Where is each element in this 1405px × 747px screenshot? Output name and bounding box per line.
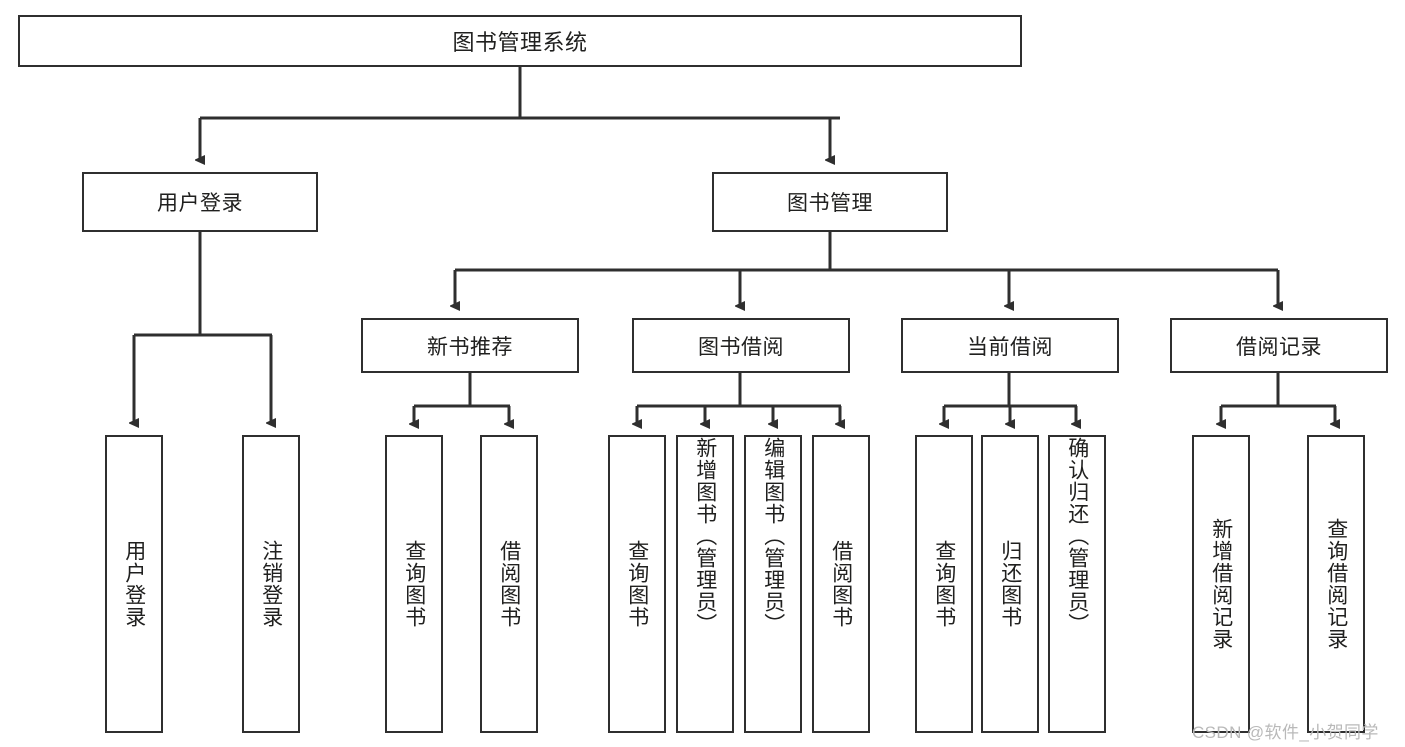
node-book-management-system[interactable]: 图书管理系统 — [18, 15, 1022, 67]
node-label: 新增图书（管理员） — [693, 437, 717, 635]
node-label: 图书管理 — [787, 192, 873, 215]
node-book-borrow[interactable]: 图书借阅 — [632, 318, 850, 373]
node-leaf-query-book-2[interactable]: 查询图书 — [608, 435, 666, 733]
node-label: 用户登录 — [122, 540, 146, 628]
node-leaf-borrow-book-2[interactable]: 借阅图书 — [812, 435, 870, 733]
node-label: 查询图书 — [932, 540, 956, 628]
node-book-management[interactable]: 图书管理 — [712, 172, 948, 232]
node-label: 图书管理系统 — [452, 30, 588, 55]
node-leaf-edit-book-admin[interactable]: 编辑图书（管理员） — [744, 435, 802, 733]
node-leaf-query-borrow-record[interactable]: 查询借阅记录 — [1307, 435, 1365, 733]
node-label: 归还图书 — [998, 540, 1022, 628]
node-leaf-add-borrow-record[interactable]: 新增借阅记录 — [1192, 435, 1250, 733]
node-leaf-query-book-3[interactable]: 查询图书 — [915, 435, 973, 733]
node-borrow-record[interactable]: 借阅记录 — [1170, 318, 1388, 373]
node-label: 查询图书 — [625, 540, 649, 628]
node-user-login[interactable]: 用户登录 — [82, 172, 318, 232]
node-current-borrow[interactable]: 当前借阅 — [901, 318, 1119, 373]
node-leaf-query-book-1[interactable]: 查询图书 — [385, 435, 443, 733]
node-leaf-confirm-return-admin[interactable]: 确认归还（管理员） — [1048, 435, 1106, 733]
node-new-book-recommend[interactable]: 新书推荐 — [361, 318, 579, 373]
node-leaf-borrow-book-1[interactable]: 借阅图书 — [480, 435, 538, 733]
node-label: 查询借阅记录 — [1324, 518, 1348, 650]
node-label: 借阅记录 — [1236, 335, 1322, 359]
csdn-watermark: CSDN @软件_小贺同学 — [1192, 723, 1379, 742]
node-label: 查询图书 — [402, 540, 426, 628]
node-label: 新增借阅记录 — [1209, 518, 1233, 650]
node-leaf-add-book-admin[interactable]: 新增图书（管理员） — [676, 435, 734, 733]
node-leaf-user-login[interactable]: 用户登录 — [105, 435, 163, 733]
node-label: 确认归还（管理员） — [1065, 437, 1089, 635]
node-leaf-logout-login[interactable]: 注销登录 — [242, 435, 300, 733]
node-label: 注销登录 — [259, 540, 283, 628]
node-label: 借阅图书 — [829, 540, 853, 628]
node-label: 借阅图书 — [497, 540, 521, 628]
node-label: 当前借阅 — [967, 335, 1053, 359]
node-label: 用户登录 — [157, 192, 243, 215]
node-label: 图书借阅 — [698, 335, 784, 359]
node-label: 新书推荐 — [427, 335, 513, 359]
node-label: 编辑图书（管理员） — [761, 437, 785, 635]
node-leaf-return-book[interactable]: 归还图书 — [981, 435, 1039, 733]
